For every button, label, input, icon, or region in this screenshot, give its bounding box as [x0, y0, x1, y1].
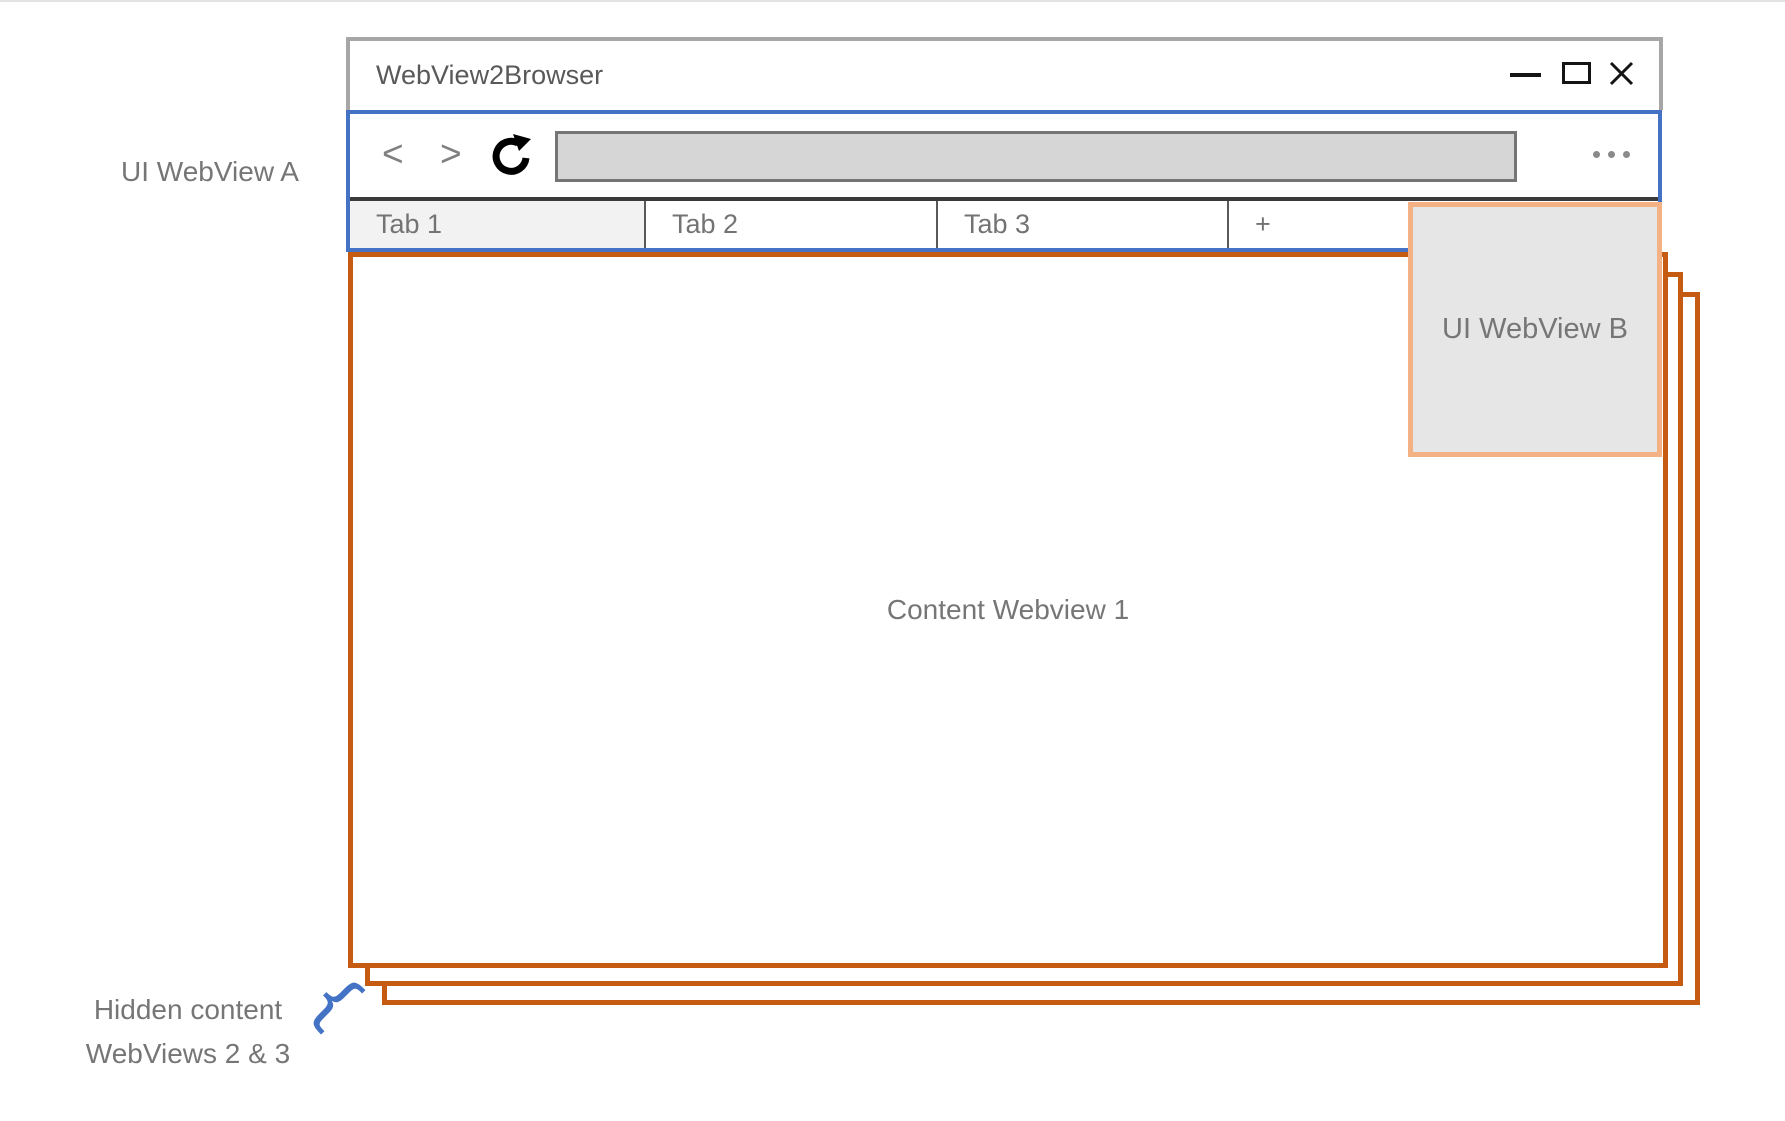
ellipsis-icon[interactable] — [1593, 151, 1630, 158]
tab-2-label: Tab 2 — [672, 209, 739, 239]
minimize-icon[interactable] — [1510, 73, 1541, 77]
content-webview-1-label: Content Webview 1 — [886, 594, 1130, 625]
reload-icon[interactable] — [488, 133, 532, 177]
hidden-webviews-label-line1: Hidden content — [93, 994, 283, 1025]
ellipsis-dot — [1593, 151, 1600, 158]
new-tab-label: + — [1255, 209, 1271, 239]
address-bar[interactable] — [555, 131, 1517, 182]
tab-1[interactable]: Tab 1 — [350, 201, 646, 248]
top-divider — [0, 0, 1785, 2]
close-icon[interactable] — [1608, 60, 1635, 87]
tab-1-label: Tab 1 — [376, 209, 443, 239]
tab-3-label: Tab 3 — [964, 209, 1031, 239]
tab-2[interactable]: Tab 2 — [646, 201, 938, 248]
window-titlebar: WebView2Browser — [346, 37, 1663, 110]
ui-webview-b-label: UI WebView B — [1442, 313, 1628, 345]
ellipsis-dot — [1623, 151, 1630, 158]
ui-webview-a-label: UI WebView A — [121, 156, 299, 187]
hidden-webviews-label: Hidden content WebViews 2 & 3 — [58, 988, 318, 1076]
back-button[interactable]: < — [382, 133, 404, 174]
ui-webview-a-region: < > Tab 1 Tab 2 Tab 3 — [346, 110, 1662, 252]
window-title: WebView2Browser — [376, 60, 604, 90]
ellipsis-dot — [1608, 151, 1615, 158]
tab-3[interactable]: Tab 3 — [938, 201, 1229, 248]
hidden-webviews-label-line2: WebViews 2 & 3 — [85, 1038, 291, 1069]
browser-toolbar: < > — [350, 114, 1658, 197]
ui-webview-b-region: UI WebView B — [1408, 202, 1662, 457]
maximize-icon[interactable] — [1562, 62, 1591, 84]
forward-button[interactable]: > — [440, 133, 462, 174]
